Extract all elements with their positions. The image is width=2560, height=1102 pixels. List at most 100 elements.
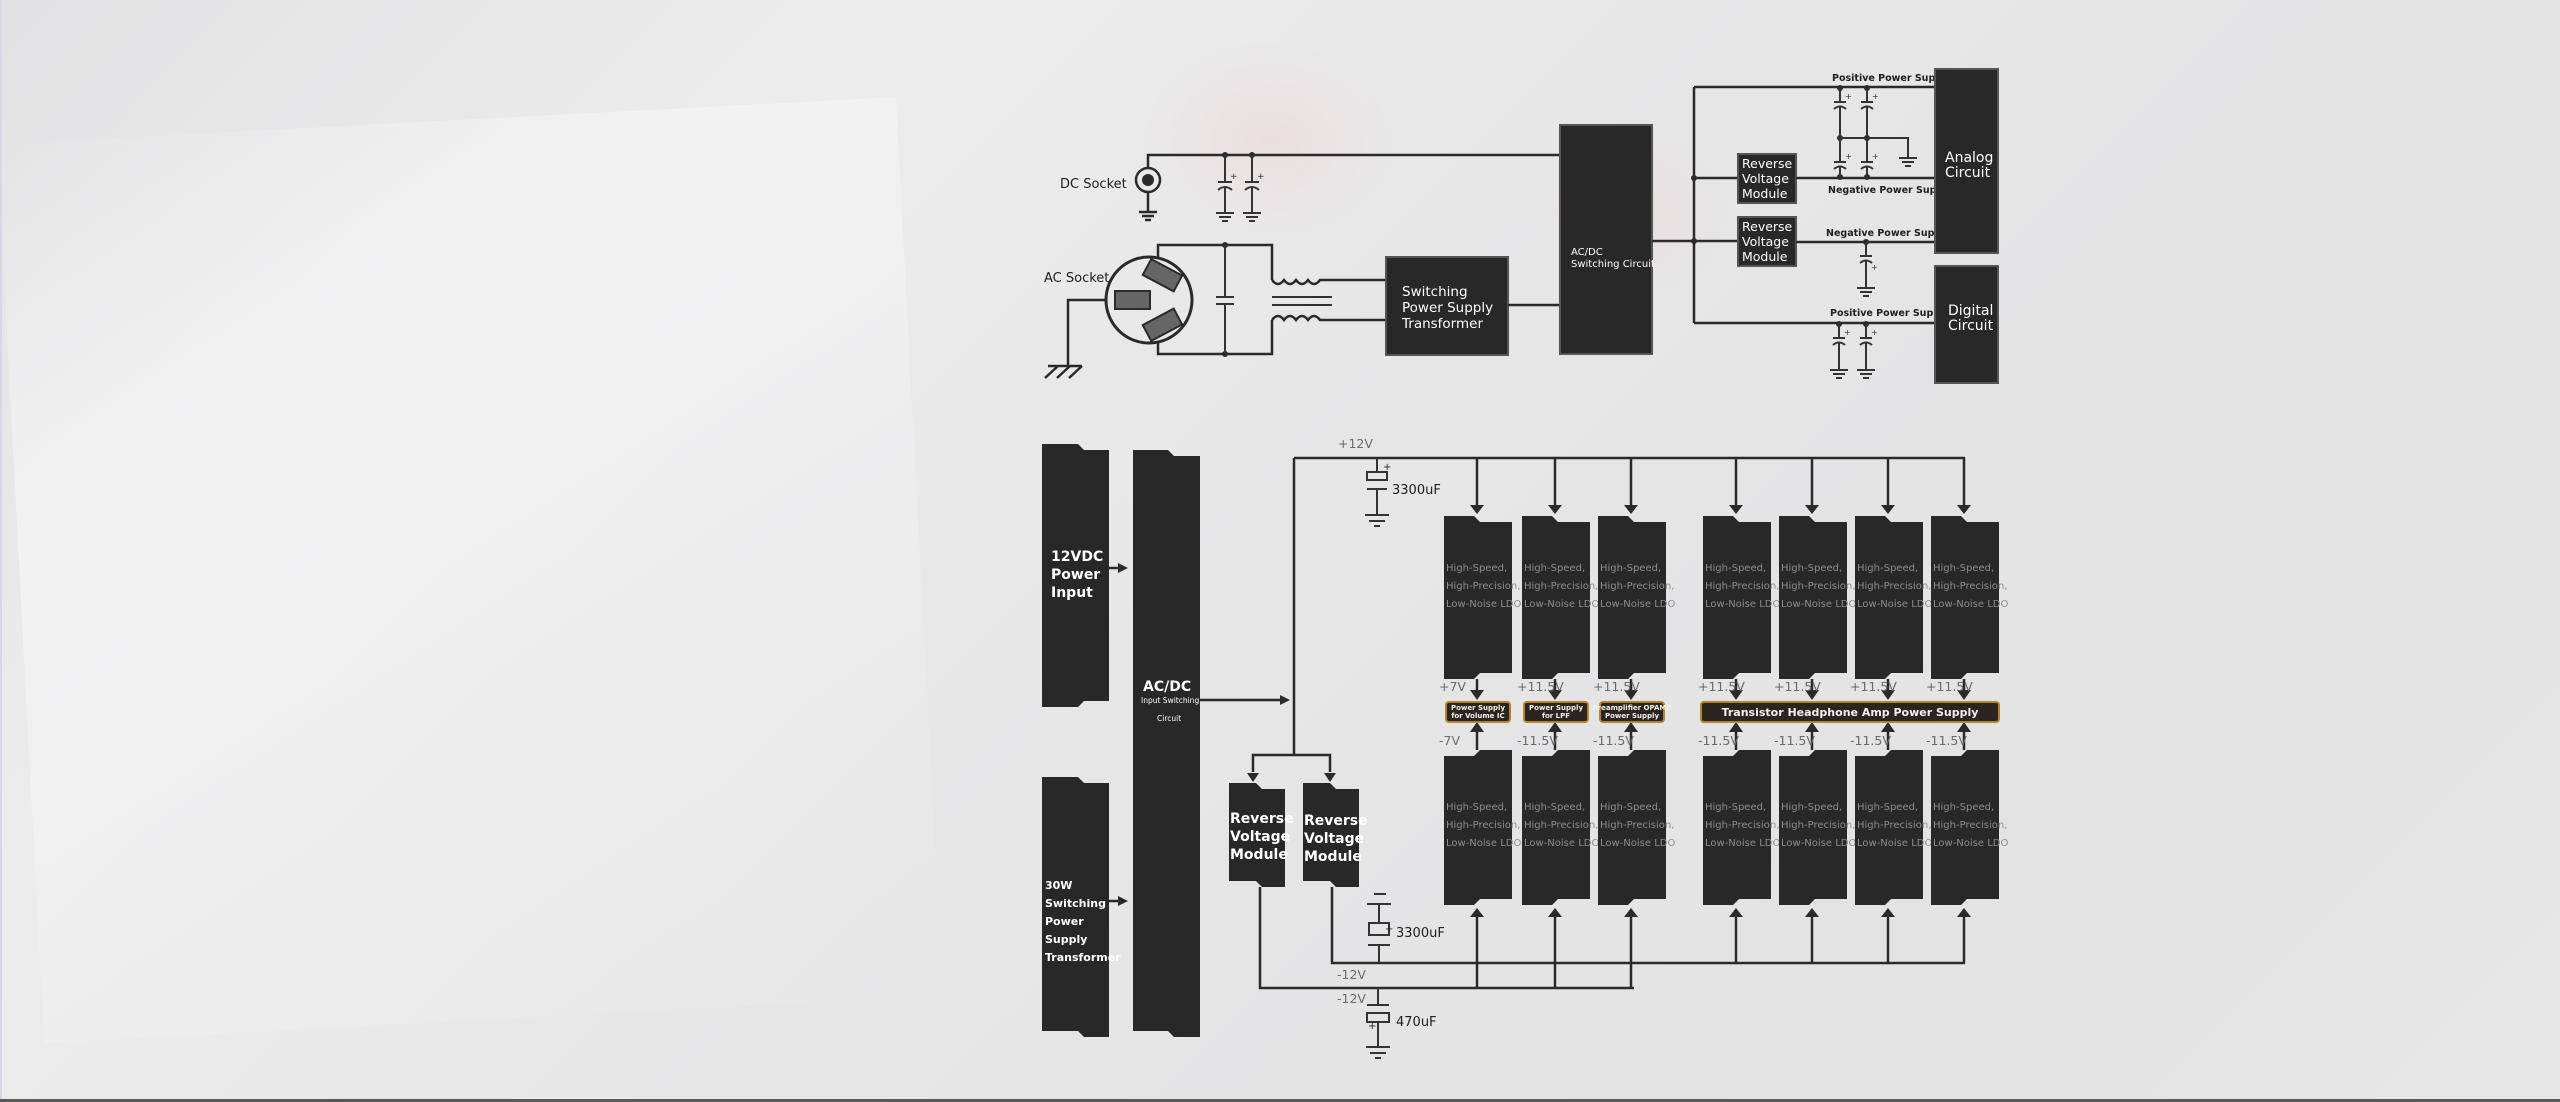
svg-text:High-Speed,High-Precision,Low-: High-Speed,High-Precision,Low-Noise LDO	[1600, 563, 1675, 610]
dc-socket-icon	[1134, 153, 1560, 222]
neg-rail-capacitor: +	[1367, 893, 1393, 963]
acdc-switching-circuit-block: AC/DC Switching Circuit	[1559, 124, 1655, 355]
svg-text:+: +	[1872, 152, 1879, 161]
svg-text:High-Speed,High-Precision,Low-: High-Speed,High-Precision,Low-Noise LDO	[1933, 802, 2008, 849]
svg-text:High-Speed,High-Precision,Low-: High-Speed,High-Precision,Low-Noise LDO	[1524, 563, 1599, 610]
bottom-border	[0, 1099, 2560, 1102]
pos-voltage-label: +11.5V	[1698, 679, 1745, 694]
ldo-positive-block: High-Speed,High-Precision,Low-Noise LDO	[1598, 516, 1675, 679]
arrow-up-icon	[1881, 722, 1895, 732]
pos-voltage-label: +11.5V	[1774, 679, 1821, 694]
svg-text:Digital Circuit: Digital Circuit	[1948, 303, 1998, 334]
svg-text:High-Speed,High-Precision,Low-: High-Speed,High-Precision,Low-Noise LDO	[1600, 802, 1675, 849]
svg-text:Analog Circuit: Analog Circuit	[1945, 150, 1998, 181]
arrow-up-icon	[1957, 722, 1971, 732]
svg-text:High-Speed,High-Precision,Low-: High-Speed,High-Precision,Low-Noise LDO	[1857, 563, 1932, 610]
pos-voltage-label: +7V	[1439, 679, 1466, 694]
svg-text:Reverse Voltage: Reverse Voltage Module	[1742, 219, 1796, 264]
arrow-down-icon	[1624, 690, 1638, 700]
switching-transformer-block: Switching Power Supply Transformer	[1385, 256, 1509, 356]
ldo-negative-block: High-Speed,High-Precision,Low-Noise LDO	[1779, 750, 1856, 905]
ac-socket-label: AC Socket	[1044, 271, 1109, 286]
svg-text:+: +	[1383, 462, 1391, 473]
svg-text:12VDC Power In: 12VDC Power Input	[1051, 549, 1108, 601]
pos-voltage-label: +11.5V	[1517, 679, 1564, 694]
ldo-negative-block: High-Speed,High-Precision,Low-Noise LDO	[1444, 750, 1521, 905]
svg-text:High-Speed,High-Precision,Low-: High-Speed,High-Precision,Low-Noise LDO	[1705, 563, 1780, 610]
svg-text:+: +	[1845, 152, 1852, 161]
svg-text:Input Switching Circui: Input Switching Circuit	[1141, 696, 1202, 723]
svg-text:Reverse Voltage: Reverse Voltage Module	[1230, 811, 1299, 863]
reverse-voltage-module-bottom-1: Reverse Voltage Module	[1229, 783, 1299, 887]
svg-text:+: +	[1230, 172, 1238, 182]
arrow-down-icon	[1957, 690, 1971, 700]
arrow-up-icon	[1805, 722, 1819, 732]
ac-socket-icon	[1044, 255, 1194, 379]
ldo-positive-block: High-Speed,High-Precision,Low-Noise LDO	[1931, 516, 2008, 679]
ldo-negative-block: High-Speed,High-Precision,Low-Noise LDO	[1522, 750, 1599, 905]
arrow-up-icon	[1729, 908, 1743, 917]
arrow-up-icon	[1624, 908, 1638, 917]
neg-voltage-label: -11.5V	[1517, 733, 1558, 748]
svg-text:High-Speed,High-Precision,Low-: High-Speed,High-Precision,Low-Noise LDO	[1524, 802, 1599, 849]
dc-socket-label: DC Socket	[1060, 177, 1127, 192]
svg-text:High-Speed,High-Precision,Low-: High-Speed,High-Precision,Low-Noise LDO	[1933, 563, 2008, 610]
dc-filter-capacitors: + +	[1216, 152, 1265, 222]
arrow-down-icon	[1729, 505, 1743, 514]
pos-rail-capacitor: +	[1365, 458, 1391, 527]
ldo-array: High-Speed,High-Precision,Low-Noise LDO +…	[1439, 458, 2008, 988]
svg-text:+: +	[1872, 92, 1879, 101]
neg-rail-capacitor-2: +	[1366, 988, 1390, 1059]
reverse-voltage-module-top-1: Reverse Voltage Module	[1737, 153, 1797, 204]
neg-voltage-label: -11.5V	[1698, 733, 1739, 748]
pos-voltage-label: +11.5V	[1926, 679, 1973, 694]
arrow-up-icon	[1470, 722, 1484, 732]
rail-pos-12v-label: +12V	[1338, 436, 1373, 451]
arrow-down-icon	[1470, 690, 1484, 700]
svg-text:High-Speed,High-Precision,Low-: High-Speed,High-Precision,Low-Noise LDO	[1781, 802, 1856, 849]
svg-text:High-Speed,High-Precision,Low-: High-Speed,High-Precision,Low-Noise LDO	[1705, 802, 1780, 849]
ldo-positive-block: High-Speed,High-Precision,Low-Noise LDO	[1703, 516, 1780, 679]
bottom-diagram: 12VDC Power Input 30W Switching Power Su…	[1042, 436, 2008, 1059]
svg-text:+: +	[1257, 172, 1265, 182]
mid-negative-label: Negative Power Supply	[1826, 228, 1952, 239]
arrow-down-icon	[1881, 690, 1895, 700]
neg-voltage-label: -7V	[1439, 733, 1460, 748]
svg-text:Reverse Voltage: Reverse Voltage Module	[1742, 156, 1796, 201]
rail-neg-12v-label-1: -12V	[1337, 967, 1366, 982]
neg-cap-value: 3300uF	[1396, 926, 1445, 941]
svg-text:High-Speed,High-Precision,Low-: High-Speed,High-Precision,Low-Noise LDO	[1446, 802, 1521, 849]
analog-negative-label: Negative Power Supply	[1828, 185, 1954, 196]
arrow-up-icon	[1729, 722, 1743, 732]
rail-neg-12v-label-2: -12V	[1337, 991, 1366, 1006]
svg-text:Reverse Voltage: Reverse Voltage Module	[1304, 813, 1373, 865]
svg-text:+: +	[1385, 924, 1393, 935]
digital-positive-label: Positive Power Supply	[1830, 308, 1950, 319]
arrow-up-icon	[1548, 722, 1562, 732]
reverse-voltage-module-bottom-2: Reverse Voltage Module	[1303, 783, 1373, 887]
neg-voltage-label: -11.5V	[1926, 733, 1967, 748]
arrow-down-icon	[1881, 505, 1895, 514]
arrow-down-icon	[1548, 505, 1562, 514]
arrow-down-icon	[1957, 505, 1971, 514]
ldo-negative-block: High-Speed,High-Precision,Low-Noise LDO	[1931, 750, 2008, 905]
arrow-up-icon	[1548, 908, 1562, 917]
12vdc-power-input-block: 12VDC Power Input	[1042, 444, 1109, 707]
neg-cap2-value: 470uF	[1396, 1015, 1437, 1030]
svg-text:AC/DC: AC/DC	[1143, 679, 1191, 695]
svg-text:High-Speed,High-Precision,Low-: High-Speed,High-Precision,Low-Noise LDO	[1781, 563, 1856, 610]
analog-positive-label: Positive Power Supply	[1832, 73, 1952, 84]
arrow-up-icon	[1805, 908, 1819, 917]
reverse-voltage-module-top-2: Reverse Voltage Module	[1737, 216, 1797, 267]
svg-text:+: +	[1844, 328, 1851, 337]
svg-text:High-Speed,High-Precision,Low-: High-Speed,High-Precision,Low-Noise LDO	[1857, 802, 1932, 849]
analog-circuit-block: Analog Circuit	[1934, 68, 1999, 254]
arrow-down-icon	[1624, 505, 1638, 514]
pos-voltage-label: +11.5V	[1593, 679, 1640, 694]
arrow-up-icon	[1881, 908, 1895, 917]
arrow-up-icon	[1624, 722, 1638, 732]
